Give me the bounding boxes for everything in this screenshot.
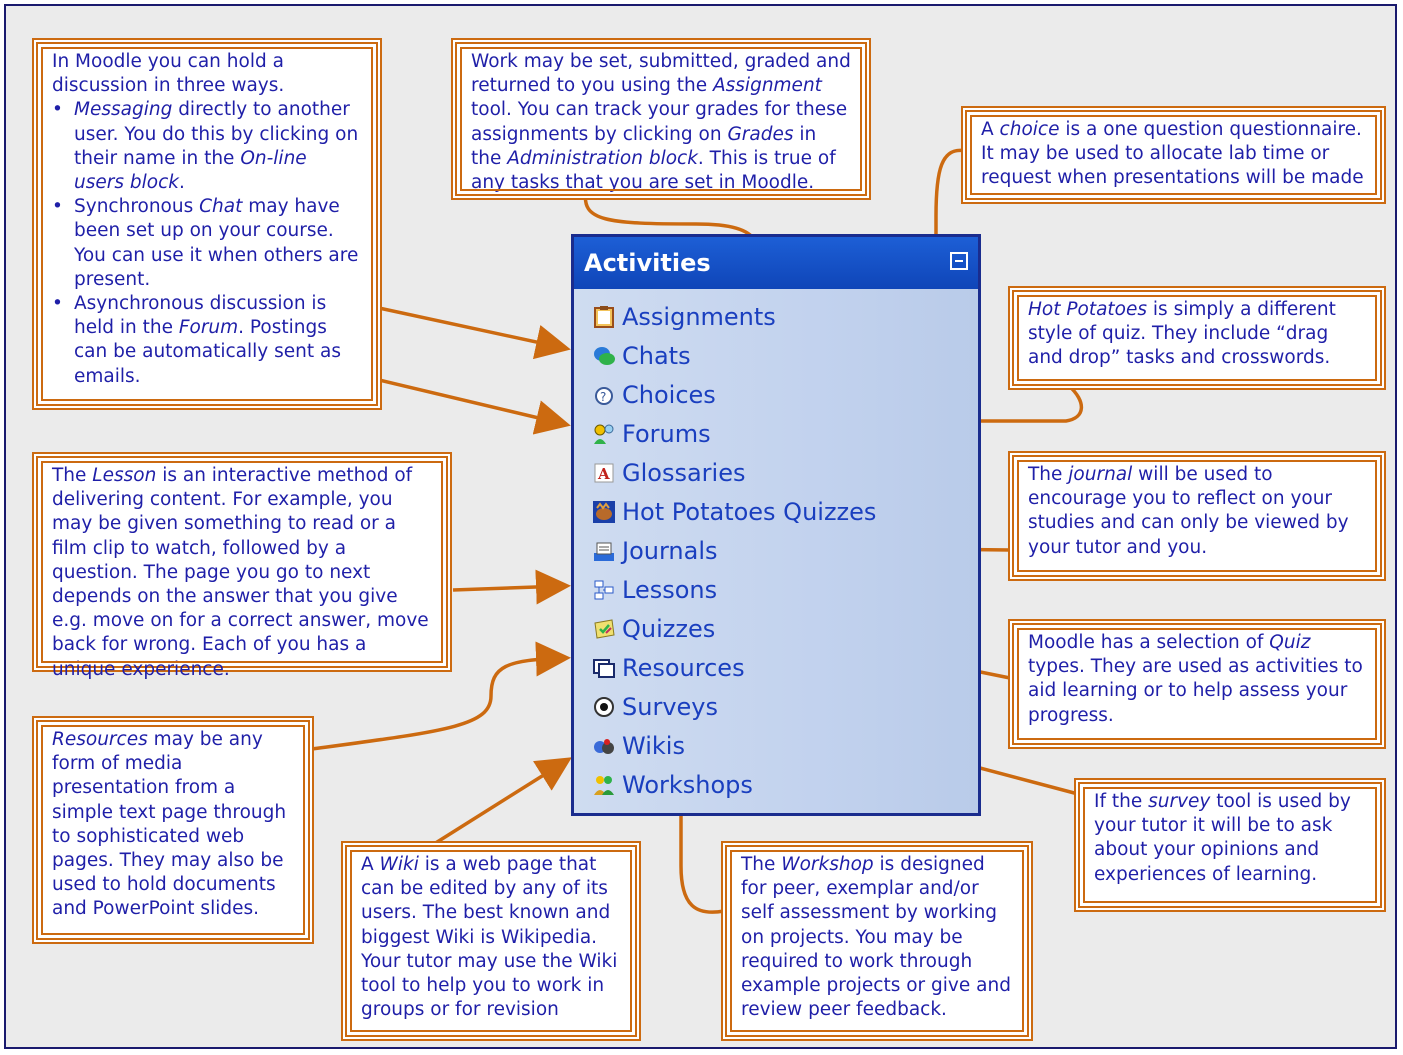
activity-chats[interactable]: Chats — [592, 336, 876, 375]
workshop-icon — [592, 773, 616, 797]
callout-lesson: The Lesson is an interactive method of d… — [32, 452, 452, 680]
activities-list: Assignments Chats ? Choices Forums — [592, 297, 876, 804]
quiz-icon — [592, 617, 616, 641]
choice-icon: ? — [592, 383, 616, 407]
callout-survey: If the survey tool is used by your tutor… — [1074, 778, 1386, 912]
callout-workshop: The Workshop is designed for peer, exemp… — [721, 841, 1033, 1041]
activity-glossaries[interactable]: A Glossaries — [592, 453, 876, 492]
glossary-icon: A — [592, 461, 616, 485]
arrow-forum-to-forums — [378, 378, 571, 435]
svg-text:A: A — [597, 465, 610, 483]
svg-text:?: ? — [600, 390, 606, 404]
journal-icon — [592, 539, 616, 563]
activities-block: Activities Assignments Chats ? Choices — [571, 234, 981, 816]
arrow-wiki-to-wikis — [433, 757, 572, 846]
chat-icon — [592, 344, 616, 368]
callout-hotpotatoes: Hot Potatoes is simply a different style… — [1008, 286, 1386, 390]
activity-forums[interactable]: Forums — [592, 414, 876, 453]
activity-quizzes[interactable]: Quizzes — [592, 609, 876, 648]
callout-assignment: Work may be set, submitted, graded and r… — [451, 38, 871, 200]
assignment-icon — [592, 305, 616, 329]
callout-resources: Resources may be any form of media prese… — [32, 716, 314, 944]
activity-lessons[interactable]: Lessons — [592, 570, 876, 609]
activity-hot-potatoes[interactable]: Hot Potatoes Quizzes — [592, 492, 876, 531]
bullet-chat: Synchronous Chat may have been set up on… — [52, 195, 362, 292]
survey-icon — [592, 695, 616, 719]
activity-assignments[interactable]: Assignments — [592, 297, 876, 336]
callout-choice: A choice is a one question questionnaire… — [961, 106, 1386, 204]
bullet-messaging: Messaging directly to another user. You … — [52, 98, 362, 195]
diagram-frame: Activities Assignments Chats ? Choices — [4, 4, 1397, 1049]
arrow-messaging-to-chats — [378, 306, 571, 360]
activity-choices[interactable]: ? Choices — [592, 375, 876, 414]
forum-icon — [592, 422, 616, 446]
activities-header: Activities — [574, 237, 978, 289]
callout-quiz: Moodle has a selection of Quiz types. Th… — [1008, 619, 1386, 749]
activity-resources[interactable]: Resources — [592, 648, 876, 687]
wiki-icon — [592, 734, 616, 758]
activity-surveys[interactable]: Surveys — [592, 687, 876, 726]
arrow-lesson-to-lessons — [452, 569, 571, 605]
resource-icon — [592, 656, 616, 680]
activities-title: Activities — [584, 249, 711, 277]
callout-discussion: In Moodle you can hold a discussion in t… — [32, 38, 382, 410]
bullet-forum: Asynchronous discussion is held in the F… — [52, 292, 362, 389]
callout-wiki: A Wiki is a web page that can be edited … — [341, 841, 641, 1041]
activity-wikis[interactable]: Wikis — [592, 726, 876, 765]
collapse-icon[interactable] — [950, 252, 968, 270]
activity-journals[interactable]: Journals — [592, 531, 876, 570]
lesson-icon — [592, 578, 616, 602]
activity-workshops[interactable]: Workshops — [592, 765, 876, 804]
callout-journal: The journal will be used to encourage yo… — [1008, 451, 1386, 581]
hotpot-icon — [592, 500, 616, 524]
